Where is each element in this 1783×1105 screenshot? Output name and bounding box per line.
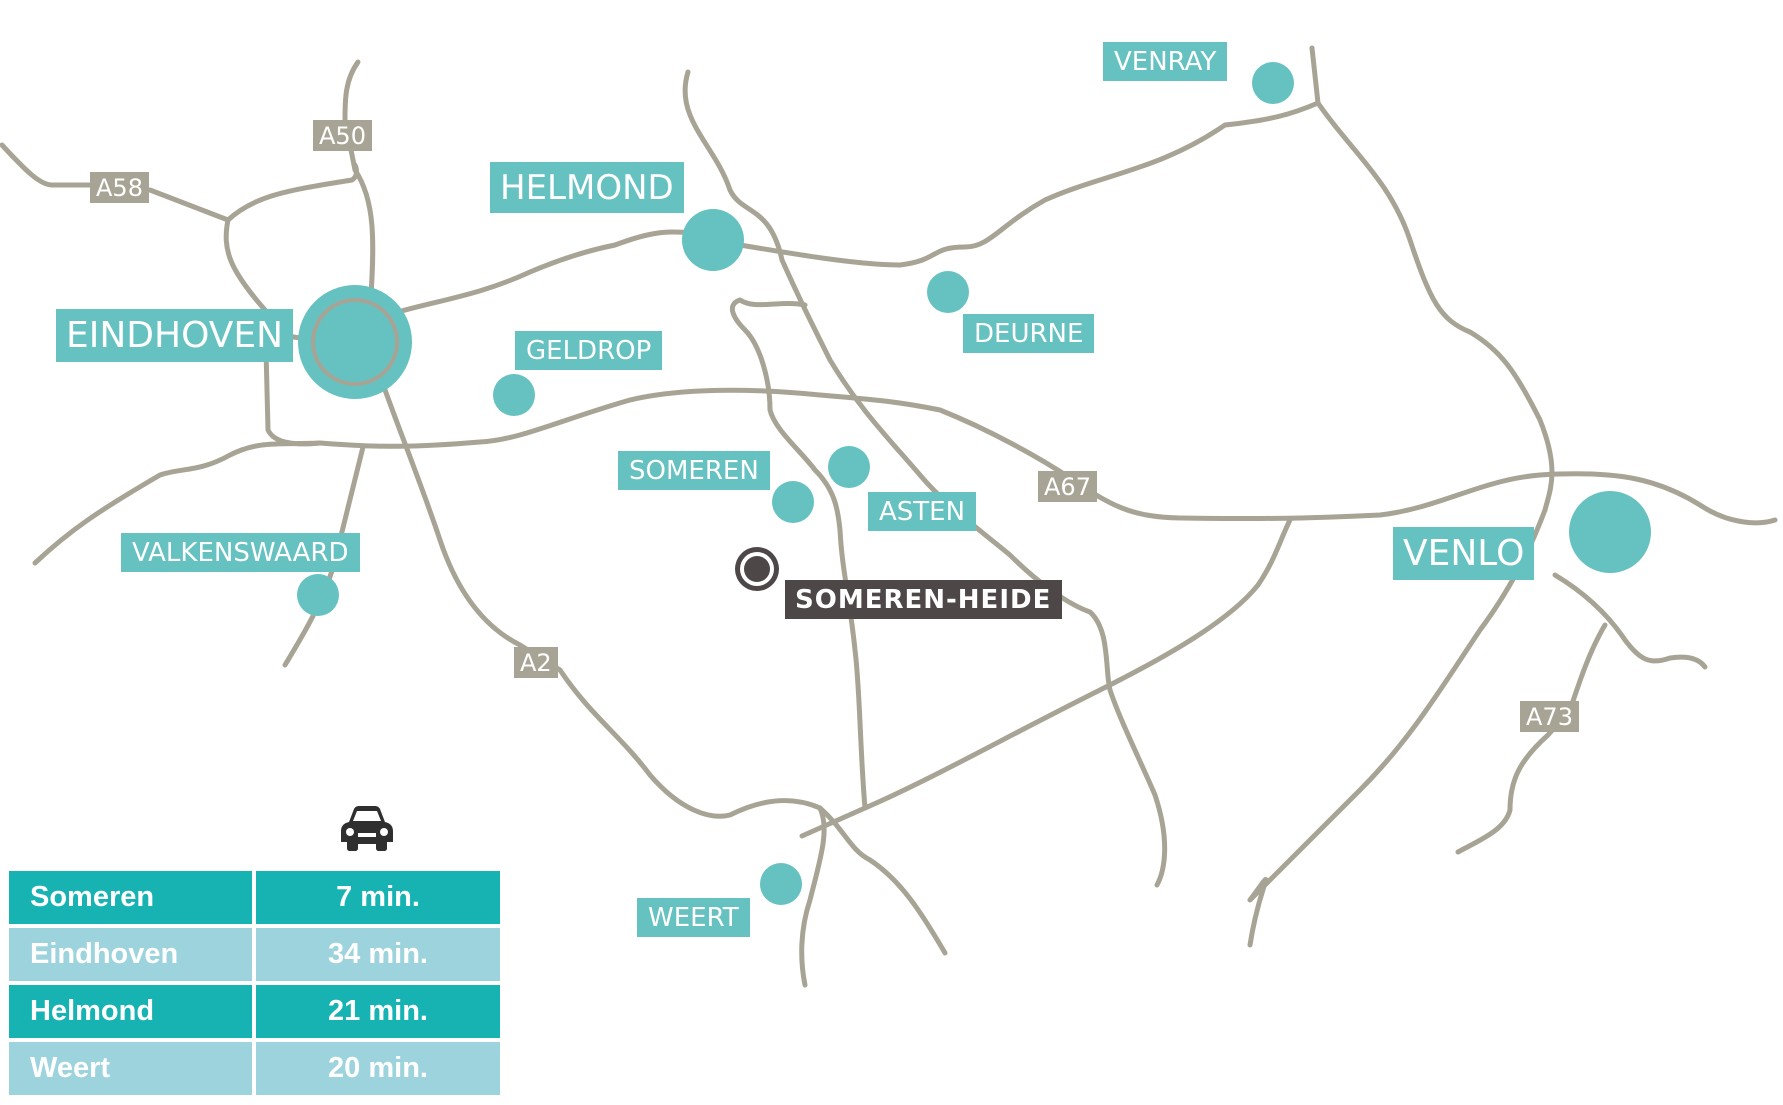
table-row: Weert 20 min. — [9, 1042, 500, 1095]
city-label-someren: SOMEREN — [618, 451, 770, 490]
city-dot-eindhoven — [298, 285, 412, 399]
city-dot-weert — [760, 863, 802, 905]
road-label-a2: A2 — [514, 647, 558, 678]
city-label-deurne: DEURNE — [963, 314, 1095, 353]
table-row: Someren 7 min. — [9, 871, 500, 924]
city-dot-venlo — [1569, 491, 1651, 573]
city-dot-helmond — [682, 209, 744, 271]
road-venray-venlo — [1309, 45, 1555, 513]
road-a67-west — [32, 440, 323, 566]
city-label-eindhoven: EINDHOVEN — [56, 309, 294, 362]
eindhoven-ring-overlay — [311, 298, 399, 386]
table-cell-place: Weert — [9, 1042, 252, 1095]
table-cell-place: Someren — [9, 871, 252, 924]
city-label-helmond: HELMOND — [490, 162, 684, 213]
road-a73-south — [1455, 622, 1608, 855]
car-icon — [341, 806, 393, 851]
city-dot-venray — [1252, 62, 1294, 104]
city-dot-deurne — [927, 271, 969, 313]
road-label-a73: A73 — [1520, 701, 1579, 732]
table-cell-time: 34 min. — [256, 928, 500, 981]
city-dot-valkenswaard — [297, 574, 339, 616]
table-row: Eindhoven 34 min. — [9, 928, 500, 981]
road-a58 — [0, 142, 93, 188]
table-cell-place: Eindhoven — [9, 928, 252, 981]
road-a73 — [1247, 507, 1548, 948]
city-dot-asten — [828, 446, 870, 488]
city-label-venlo: VENLO — [1393, 527, 1535, 580]
road-eindhoven-helmond — [395, 229, 715, 315]
road-someren — [729, 297, 868, 811]
location-label: SOMEREN-HEIDE — [785, 580, 1063, 619]
road-helmond-asten — [682, 69, 1168, 888]
road-a67 — [317, 387, 1778, 526]
road-a58-east — [147, 162, 359, 223]
city-dot-someren — [772, 481, 814, 523]
road-label-a50: A50 — [313, 120, 372, 151]
city-dot-geldrop — [493, 374, 535, 416]
road-label-a67: A67 — [1038, 471, 1097, 502]
road-a50 — [342, 59, 376, 313]
city-label-geldrop: GELDROP — [515, 331, 663, 370]
city-label-venray: VENRAY — [1103, 42, 1228, 81]
target-marker-icon — [735, 547, 779, 591]
city-label-asten: ASTEN — [868, 492, 977, 531]
city-label-weert: WEERT — [637, 898, 750, 937]
road-weert-south — [799, 805, 827, 988]
road-a2 — [375, 367, 948, 956]
table-cell-time: 20 min. — [256, 1042, 500, 1095]
road-label-a58: A58 — [90, 172, 149, 203]
table-cell-time: 21 min. — [256, 985, 500, 1038]
road-weert-venlo — [799, 517, 1293, 839]
road-helmond-east — [737, 100, 1321, 268]
table-cell-time: 7 min. — [256, 871, 500, 924]
table-cell-place: Helmond — [9, 985, 252, 1038]
table-row: Helmond 21 min. — [9, 985, 500, 1038]
city-label-valkenswaard: VALKENSWAARD — [121, 533, 360, 572]
travel-time-table: Someren 7 min. Eindhoven 34 min. Helmond… — [5, 867, 504, 1099]
road-venlo-east-south — [1552, 572, 1708, 670]
